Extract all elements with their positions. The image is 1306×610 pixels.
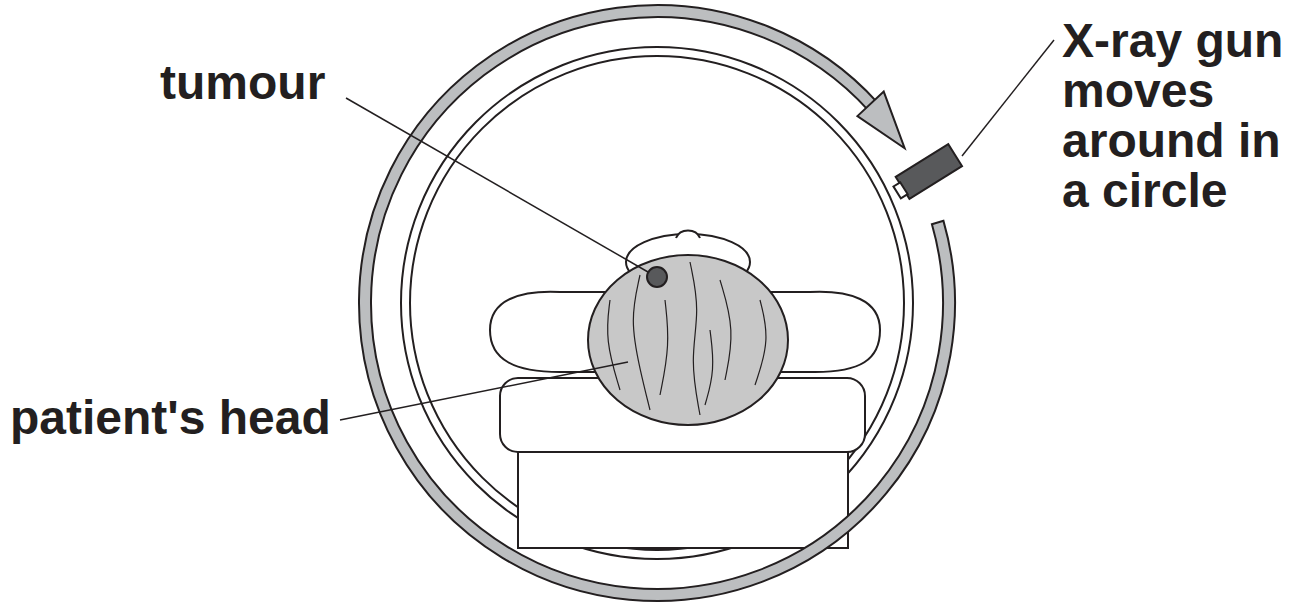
leader-line <box>340 362 628 420</box>
leader-line <box>962 40 1054 156</box>
ring-band <box>359 5 955 601</box>
scanner-inner-rim <box>410 56 904 550</box>
patient-head <box>588 255 788 425</box>
callout-label: tumour <box>160 58 390 108</box>
ring-arrowhead <box>857 92 904 149</box>
scanner-outer-rim <box>401 47 913 559</box>
patient-nose <box>676 231 700 239</box>
gantry-ring <box>359 5 955 601</box>
hair-strands <box>608 262 766 415</box>
callout-label: patient's head <box>10 393 345 443</box>
leader-line <box>346 98 648 272</box>
callout-label: X-ray gun moves around in a circle <box>1062 16 1298 216</box>
tumour-spot <box>647 267 667 287</box>
x-ray-gun <box>890 144 962 203</box>
bed <box>518 448 848 548</box>
